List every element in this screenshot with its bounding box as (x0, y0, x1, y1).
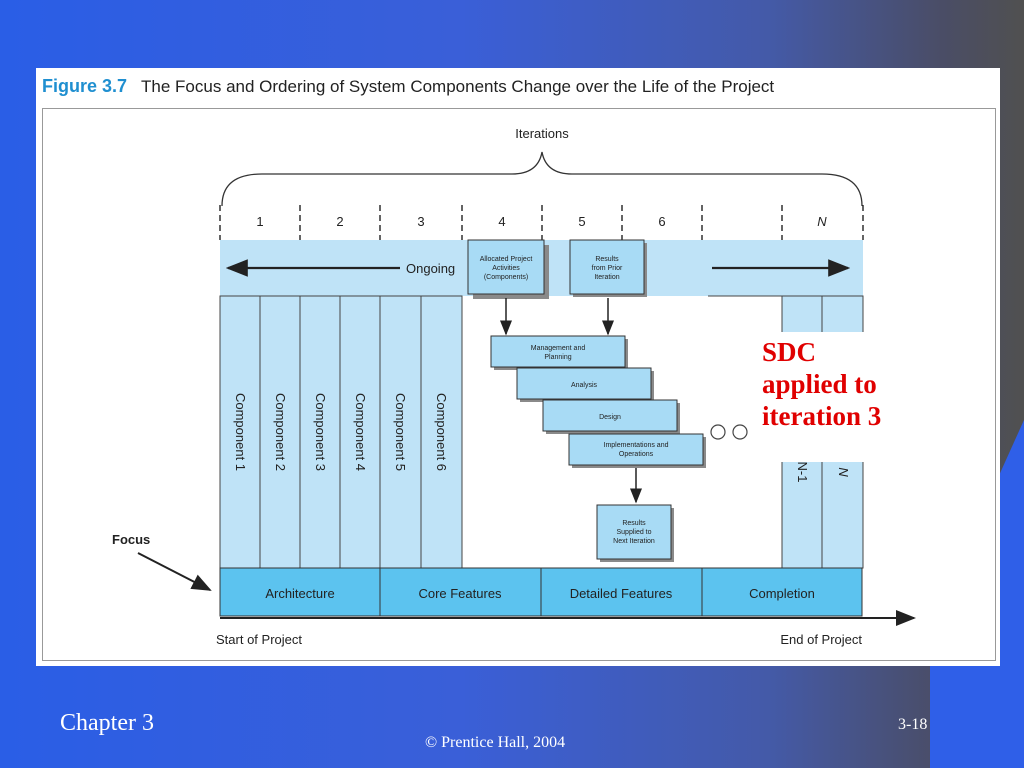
figure-caption: Figure 3.7 The Focus and Ordering of Syst… (42, 76, 774, 97)
step-text: Design (599, 414, 621, 421)
prior-results-box (569, 239, 645, 295)
ongoing-label: Ongoing (406, 261, 455, 276)
box-text: Supplied to (616, 529, 651, 536)
phase-completion (701, 567, 863, 617)
figure-frame (42, 108, 996, 661)
box-text: Activities (492, 265, 520, 272)
figure-title: The Focus and Ordering of System Compone… (141, 77, 775, 96)
box-text: Results (622, 520, 646, 527)
box-text: from Prior (592, 265, 623, 272)
iteration-number: N (817, 214, 827, 229)
phase-label: Detailed Features (570, 586, 673, 601)
iterations-brace (221, 151, 863, 207)
footer-page-number: 3-18 (898, 716, 928, 733)
footer-copyright: © Prentice Hall, 2004 (425, 734, 566, 751)
callout-line: iteration 3 (762, 401, 882, 431)
component-label: Component 3 (313, 393, 328, 471)
footer-chapter: Chapter 3 (60, 710, 154, 736)
phase-core (379, 567, 542, 617)
iteration-number: 3 (417, 214, 424, 229)
box-text: (Components) (484, 274, 528, 281)
step-implementation (568, 433, 704, 466)
step-design (542, 399, 678, 432)
step-text: Operations (619, 451, 654, 458)
step-text: Planning (544, 354, 571, 361)
iteration-number: 4 (498, 214, 505, 229)
results-supplied-box (596, 504, 672, 560)
component-label: Component 6 (434, 393, 449, 471)
component-label: Component 5 (393, 393, 408, 471)
step-text: Implementations and (604, 442, 669, 449)
box-text: Results (595, 256, 619, 263)
allocated-activities-box (467, 239, 545, 295)
figure-number: Figure 3.7 (42, 76, 128, 96)
phase-architecture (219, 567, 381, 617)
component-label: Component 1 (233, 393, 248, 471)
sdc-callout: SDC applied to iteration 3 (756, 332, 936, 462)
focus-arrow (137, 552, 212, 591)
step-management (490, 335, 626, 368)
left-ongoing-region (220, 240, 462, 568)
phase-label: Architecture (265, 586, 334, 601)
iterations-label: Iterations (515, 126, 569, 141)
component-label: Component 4 (353, 393, 368, 471)
callout-line: SDC (762, 337, 817, 367)
ellipsis-circle (710, 424, 726, 440)
component-label-n-minus-1: N-1 (795, 462, 810, 483)
box-text: Allocated Project (480, 256, 533, 263)
phase-label: Core Features (418, 586, 502, 601)
phase-label: Completion (749, 586, 815, 601)
sdlc-steps (490, 335, 706, 468)
step-text: Analysis (571, 382, 598, 389)
component-label-n: N (836, 467, 851, 477)
iteration-number: 1 (256, 214, 263, 229)
step-text: Management and (531, 345, 586, 352)
component-label: Component 2 (273, 393, 288, 471)
start-label: Start of Project (216, 632, 302, 647)
ellipsis-circle (732, 424, 748, 440)
phase-detailed (540, 567, 703, 617)
box-text: Iteration (594, 274, 619, 281)
step-analysis (516, 367, 652, 400)
iteration-number: 5 (578, 214, 585, 229)
focus-label: Focus (112, 532, 150, 547)
end-label: End of Project (780, 632, 862, 647)
phase-bar (219, 567, 863, 617)
callout-line: applied to (762, 369, 877, 399)
iteration-number: 6 (658, 214, 665, 229)
box-text: Next Iteration (613, 538, 655, 545)
iteration-number: 2 (336, 214, 343, 229)
